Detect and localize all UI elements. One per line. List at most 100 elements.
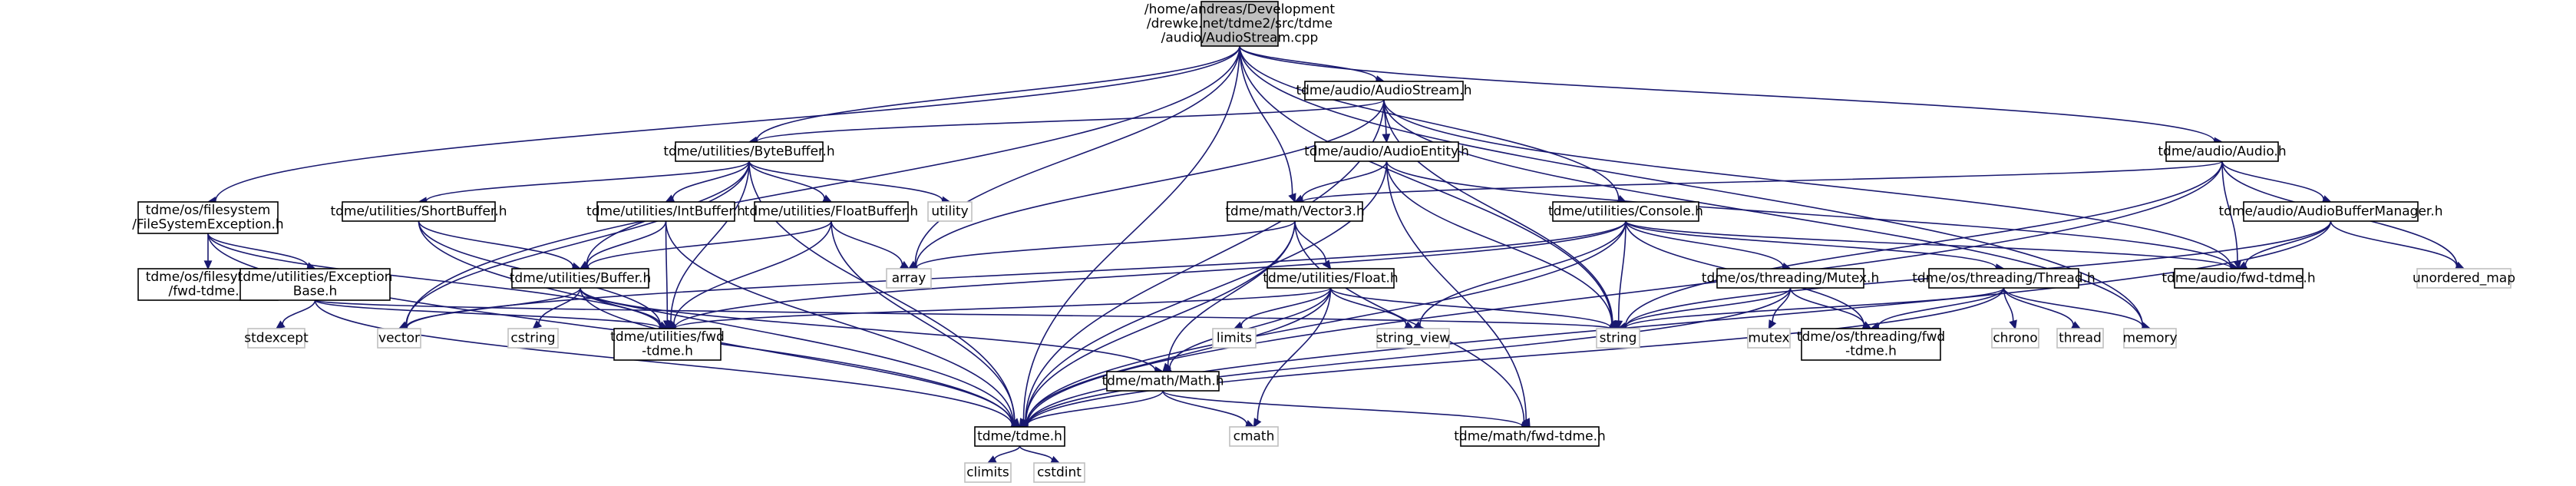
node-box [1229, 426, 1279, 447]
edge-line [1383, 99, 2232, 268]
arrowhead-icon [1768, 319, 1777, 330]
edge-line [2330, 220, 2458, 266]
node-audio_fwd_h[interactable]: tdme/audio/fwd-tdme.h [2162, 268, 2316, 289]
node-audiostream_h[interactable]: tdme/audio/AudioStream.h [1296, 81, 1472, 101]
node-label: memory [2122, 330, 2177, 345]
edge-float_h-to-util_fwd_h [666, 287, 1332, 332]
node-math_h[interactable]: tdme/math/Math.h [1101, 371, 1224, 392]
edge-line [314, 299, 661, 329]
node-label: unordered_map [2413, 270, 2515, 286]
edge-line [538, 287, 581, 324]
node-label: -tdme.h [642, 344, 693, 359]
edge-line [831, 220, 1016, 422]
node-box [1267, 268, 1395, 289]
node-box [1033, 462, 1085, 483]
edge-line [580, 287, 1013, 425]
edge-math_h-to-cmath [1162, 390, 1255, 428]
node-label: tdme/utilities/ShortBuffer.h [330, 203, 507, 219]
arrowhead-icon [1322, 260, 1332, 270]
node-shortbuffer_h[interactable]: tdme/utilities/ShortBuffer.h [330, 201, 507, 222]
node-box [596, 201, 735, 222]
node-fsexception_h[interactable]: tdme/os/filesystem/FileSystemException.h [132, 201, 284, 234]
node-float_h[interactable]: tdme/utilities/Float.h [1263, 268, 1399, 289]
node-box [342, 201, 496, 222]
edge-intbuffer_h-to-util_fwd_h [662, 220, 672, 330]
edge-line [586, 220, 667, 266]
node-label: mutex [1748, 330, 1789, 345]
node-label: /FileSystemException.h [132, 217, 283, 233]
edge-line [1385, 160, 1527, 421]
edge-line [673, 220, 832, 325]
node-label: tdme/os/threading/Mutex.h [1702, 270, 1879, 286]
node-utility: utility [927, 201, 973, 222]
node-box [754, 201, 909, 222]
node-vector: vector [377, 328, 421, 349]
node-audio_h[interactable]: tdme/audio/Audio.h [2158, 141, 2287, 162]
node-buffer_h[interactable]: tdme/utilities/Buffer.h [510, 268, 651, 289]
node-tdme_h[interactable]: tdme/tdme.h [974, 426, 1065, 447]
node-label: string [1600, 330, 1637, 345]
node-threading_fwd_h[interactable]: tdme/os/threading/fwd-tdme.h [1797, 328, 1945, 361]
edge-line [425, 160, 750, 202]
edge-line [418, 220, 1013, 425]
arrowhead-icon [662, 320, 672, 330]
node-mutex_h[interactable]: tdme/os/threading/Mutex.h [1702, 268, 1879, 289]
edge-line [674, 220, 1627, 329]
node-label: chrono [1993, 330, 2037, 345]
edge-line [1239, 45, 1620, 200]
edge-audio_h-to-bufmgr_h [2221, 160, 2332, 203]
node-util_fwd_h[interactable]: tdme/utilities/fwd-tdme.h [610, 328, 725, 361]
edge-console_h-to-string_view [1412, 220, 1627, 329]
node-bufmgr_h[interactable]: tdme/audio/AudioBufferManager.h [2218, 201, 2443, 222]
node-bytebuffer_h[interactable]: tdme/utilities/ByteBuffer.h [663, 141, 835, 162]
node-box [1460, 426, 1600, 447]
edge-audiostream_h-to-bytebuffer_h [748, 99, 1385, 146]
edge-line [405, 45, 1240, 326]
edge-float_h-to-limits [1233, 287, 1332, 329]
node-label: tdme/utilities/IntBuffer.h [586, 203, 745, 219]
node-box [1304, 81, 1464, 101]
node-box [1552, 201, 1699, 222]
node-console_h[interactable]: tdme/utilities/Console.h [1548, 201, 1703, 222]
edge-line [1625, 220, 1997, 269]
edge-vector3_h-to-math_fwd_h [1294, 220, 1531, 428]
edge-line [580, 287, 1156, 371]
node-thread: thread [2056, 328, 2104, 349]
node-math_fwd_h[interactable]: tdme/math/fwd-tdme.h [1454, 426, 1606, 447]
arrowhead-icon [532, 319, 543, 329]
edge-line [1239, 45, 1613, 325]
edge-line [1239, 45, 1293, 195]
edge-line [1026, 160, 2223, 425]
node-box [511, 268, 649, 289]
edge-intbuffer_h-to-buffer_h [579, 220, 667, 269]
node-label: climits [966, 465, 1009, 480]
edge-line [1239, 45, 2215, 142]
edge-thread_h-to-memory [2003, 287, 2152, 331]
node-box [2416, 268, 2512, 289]
node-box [2056, 328, 2104, 349]
node-box [1716, 268, 1864, 289]
node-label: tdme/audio/AudioStream.h [1296, 83, 1471, 98]
edge-line [670, 160, 750, 322]
arrowhead-icon [203, 260, 213, 270]
edge-line [2221, 160, 2324, 200]
edge-line [1617, 220, 1627, 322]
edge-line [1022, 45, 1240, 421]
edge-line [914, 45, 1240, 265]
node-intbuffer_h[interactable]: tdme/utilities/IntBuffer.h [586, 201, 745, 222]
node-vector3_h[interactable]: tdme/math/Vector3.h [1225, 201, 1365, 222]
edge-line [1025, 287, 1332, 424]
edges-layer [203, 45, 2465, 464]
node-floatbuffer_h[interactable]: tdme/utilities/FloatBuffer.h [745, 201, 918, 222]
edge-audiostream_h-to-memory [1383, 99, 2152, 331]
arrowhead-icon [1288, 193, 1296, 203]
node-audioentity_h[interactable]: tdme/audio/AudioEntity.h [1304, 141, 1469, 162]
node-root[interactable]: /home/andreas/Development/drewke.net/tdm… [1144, 1, 1335, 47]
node-label: tdme/os/threading/Thread.h [1912, 270, 2095, 286]
arrowhead-icon [1050, 455, 1061, 464]
node-label: tdme/audio/Audio.h [2158, 144, 2286, 159]
edge-line [1162, 390, 1523, 427]
node-thread_h[interactable]: tdme/os/threading/Thread.h [1912, 268, 2095, 289]
edge-tdme_h-to-climits [986, 445, 1021, 464]
